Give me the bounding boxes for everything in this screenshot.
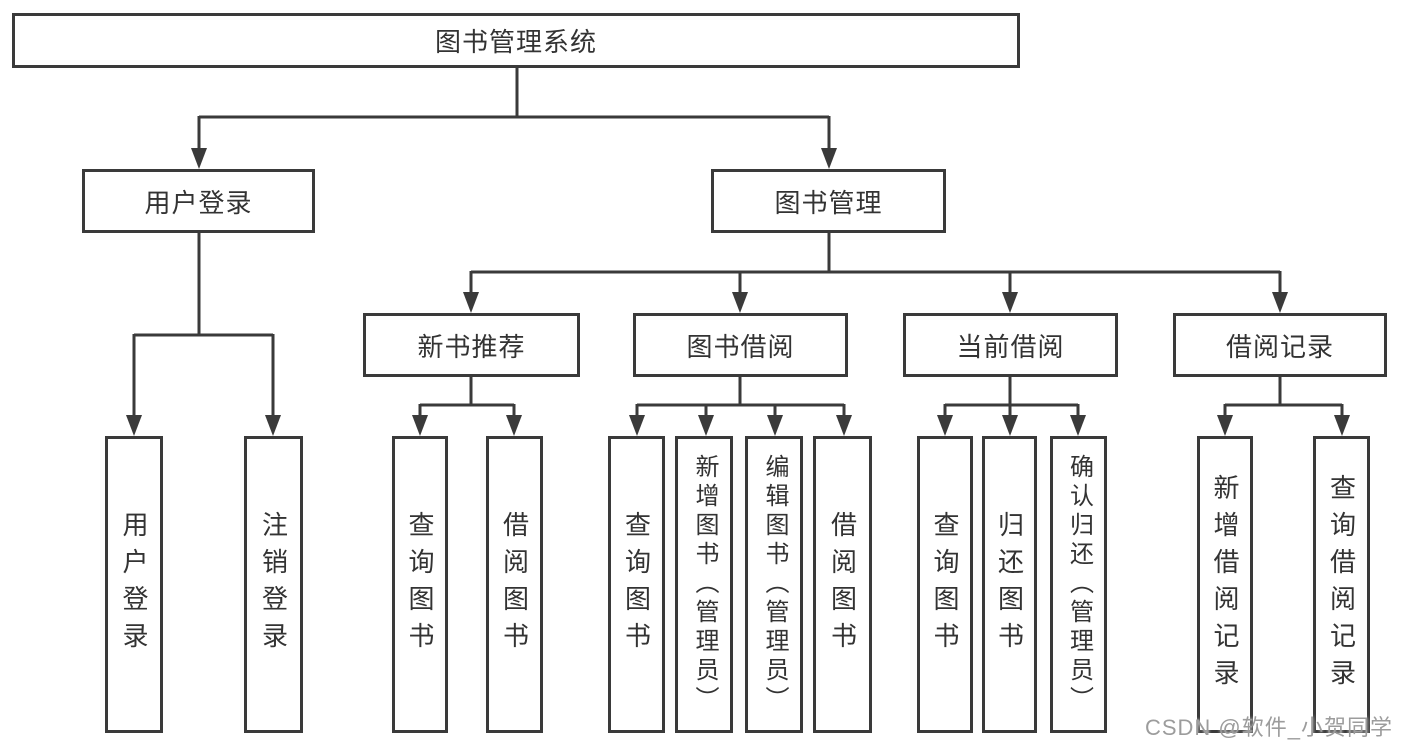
connector-arrowhead [191,148,207,169]
node-borrow-books-recommend: 借阅图书 [486,436,543,733]
node-add-borrow-record: 新增借阅记录 [1197,436,1253,733]
node-query-books-current: 查询图书 [917,436,973,733]
node-user-login-leaf: 用户登录 [105,436,163,733]
node-logout-leaf: 注销登录 [244,436,303,733]
node-query-books-borrowing: 查询图书 [608,436,665,733]
connector-arrowhead [836,415,852,436]
node-query-borrow-record: 查询借阅记录 [1313,436,1370,733]
connector-arrowhead [1334,415,1350,436]
node-current-borrowing: 当前借阅 [903,313,1118,377]
connector-arrowhead [463,292,479,313]
node-book-management: 图书管理 [711,169,946,233]
node-book-borrowing: 图书借阅 [633,313,848,377]
node-borrowing-records: 借阅记录 [1173,313,1387,377]
node-query-books-recommend: 查询图书 [392,436,448,733]
node-book-management-system: 图书管理系统 [12,13,1020,68]
connector-arrowhead [698,415,714,436]
node-borrow-books-leaf: 借阅图书 [813,436,872,733]
connector-arrowhead [732,292,748,313]
node-add-book-admin: 新增图书（管理员） [675,436,733,733]
connector-arrowheads [126,148,1350,436]
connector-arrowhead [767,415,783,436]
connector-arrowhead [1272,292,1288,313]
node-edit-book-admin: 编辑图书（管理员） [745,436,803,733]
connector-arrowhead [1002,415,1018,436]
node-confirm-return-admin: 确认归还（管理员） [1050,436,1107,733]
connector-arrowhead [1002,292,1018,313]
connector-arrowhead [126,415,142,436]
connector-arrowhead [506,415,522,436]
connector-arrowhead [265,415,281,436]
node-new-book-recommendation: 新书推荐 [363,313,580,377]
connector-arrowhead [629,415,645,436]
connector-arrowhead [821,148,837,169]
watermark: CSDN @软件_小贺同学 [1144,715,1393,740]
connector-arrowhead [937,415,953,436]
connector-arrowhead [1070,415,1086,436]
node-return-books: 归还图书 [982,436,1037,733]
connector-lines [132,68,1344,417]
connector-arrowhead [1217,415,1233,436]
connector-arrowhead [412,415,428,436]
node-user-login: 用户登录 [82,169,315,233]
